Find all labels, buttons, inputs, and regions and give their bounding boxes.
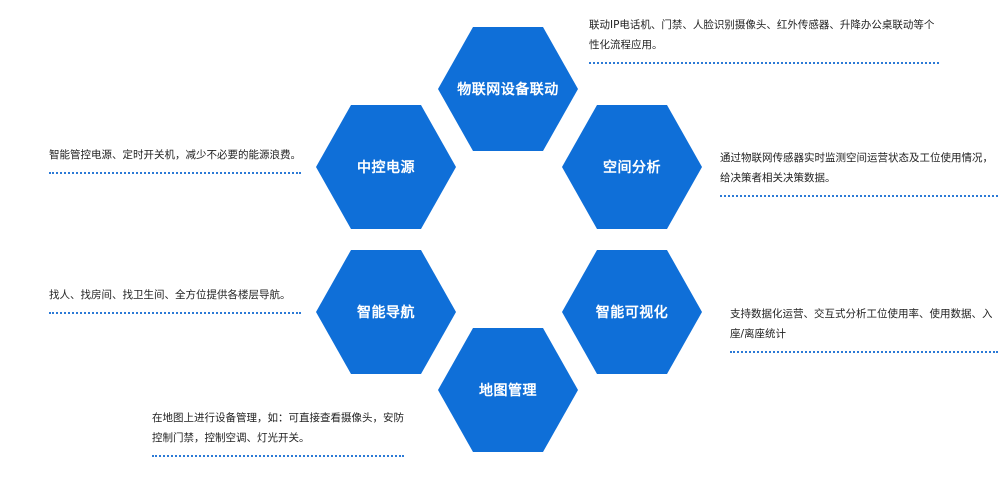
hex-iot-linkage: 物联网设备联动	[438, 27, 578, 151]
hex-smart-navigation-label: 智能导航	[357, 305, 415, 321]
dotted-divider	[730, 351, 998, 353]
desc-map-management: 在地图上进行设备管理，如：可直接查看摄像头，安防控制门禁，控制空调、灯光开关。	[152, 408, 404, 457]
hex-map-management-label: 地图管理	[479, 383, 537, 399]
hex-smart-visualization: 智能可视化	[562, 250, 702, 374]
dotted-divider	[152, 455, 404, 457]
hex-map-management: 地图管理	[438, 328, 578, 452]
dotted-divider	[589, 62, 939, 64]
desc-smart-visualization: 支持数据化运营、交互式分析工位使用率、使用数据、入座/离座统计	[730, 304, 998, 353]
desc-smart-navigation-text: 找人、找房间、找卫生间、全方位提供各楼层导航。	[49, 289, 291, 301]
hex-smart-navigation: 智能导航	[316, 250, 456, 374]
hex-space-analysis: 空间分析	[562, 105, 702, 229]
desc-central-power-text: 智能管控电源、定时开关机，减少不必要的能源浪费。	[49, 149, 301, 161]
dotted-divider	[49, 172, 301, 174]
desc-map-management-text: 在地图上进行设备管理，如：可直接查看摄像头，安防控制门禁，控制空调、灯光开关。	[152, 412, 404, 444]
dotted-divider	[720, 195, 998, 197]
desc-smart-navigation: 找人、找房间、找卫生间、全方位提供各楼层导航。	[49, 285, 301, 314]
dotted-divider	[49, 312, 301, 314]
desc-space-analysis: 通过物联网传感器实时监测空间运营状态及工位使用情况，给决策者相关决策数据。	[720, 148, 998, 197]
hex-space-analysis-label: 空间分析	[603, 160, 661, 176]
hex-central-power-label: 中控电源	[357, 160, 415, 176]
desc-central-power: 智能管控电源、定时开关机，减少不必要的能源浪费。	[49, 145, 301, 174]
desc-smart-visualization-text: 支持数据化运营、交互式分析工位使用率、使用数据、入座/离座统计	[730, 308, 993, 340]
desc-iot-linkage: 联动IP电话机、门禁、人脸识别摄像头、红外传感器、升降办公桌联动等个性化流程应用…	[589, 15, 939, 64]
hex-central-power: 中控电源	[316, 105, 456, 229]
desc-space-analysis-text: 通过物联网传感器实时监测空间运营状态及工位使用情况，给决策者相关决策数据。	[720, 152, 993, 184]
hex-smart-visualization-label: 智能可视化	[595, 305, 669, 321]
hex-iot-linkage-label: 物联网设备联动	[457, 82, 559, 98]
desc-iot-linkage-text: 联动IP电话机、门禁、人脸识别摄像头、红外传感器、升降办公桌联动等个性化流程应用…	[589, 19, 935, 51]
